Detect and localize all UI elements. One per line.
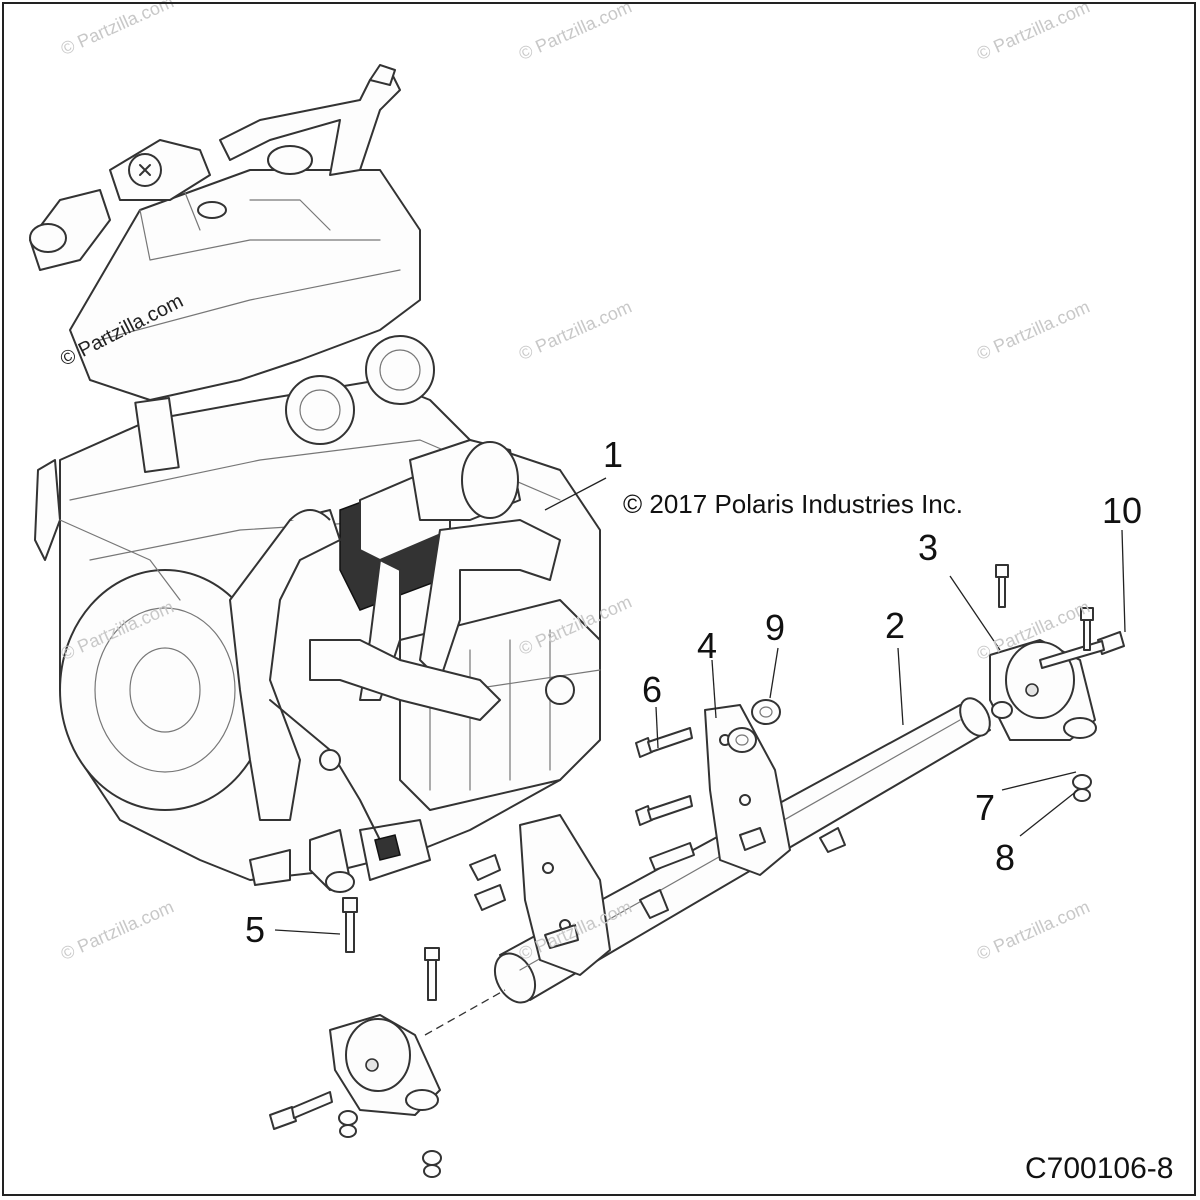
callout-10[interactable]: 10 [1102, 490, 1143, 531]
mount-bolts-3 [995, 564, 1094, 651]
flange-nuts-9 [727, 699, 781, 753]
leader-1 [544, 477, 607, 511]
leader-8 [1019, 789, 1079, 837]
flange-bolts-6 [635, 727, 693, 826]
leader-3 [949, 575, 1001, 651]
leader-9 [769, 647, 779, 699]
callout-1[interactable]: 1 [603, 434, 624, 475]
engine-assembly [29, 64, 601, 893]
leader-7 [1001, 771, 1077, 791]
bolt-left-upper [424, 947, 440, 1001]
leader-6 [655, 706, 659, 749]
callout-7[interactable]: 7 [975, 787, 996, 828]
bolt-5 [342, 897, 358, 953]
leader-2 [897, 647, 904, 726]
callout-3[interactable]: 3 [918, 527, 939, 568]
figure-code: C700106-8 [1025, 1152, 1174, 1185]
callout-8[interactable]: 8 [995, 837, 1016, 878]
callout-6[interactable]: 6 [642, 669, 663, 710]
copyright-notice: © 2017 Polaris Industries Inc. [623, 489, 963, 519]
callout-2[interactable]: 2 [885, 605, 906, 646]
washer-nut-7-8 [991, 701, 1092, 802]
leader-4 [711, 659, 717, 719]
leader-5 [274, 929, 341, 935]
callout-5[interactable]: 5 [245, 909, 266, 950]
leader-10 [1121, 529, 1126, 633]
callout-9[interactable]: 9 [765, 607, 786, 648]
engine-mount-left [269, 1014, 442, 1178]
callout-4[interactable]: 4 [697, 625, 718, 666]
